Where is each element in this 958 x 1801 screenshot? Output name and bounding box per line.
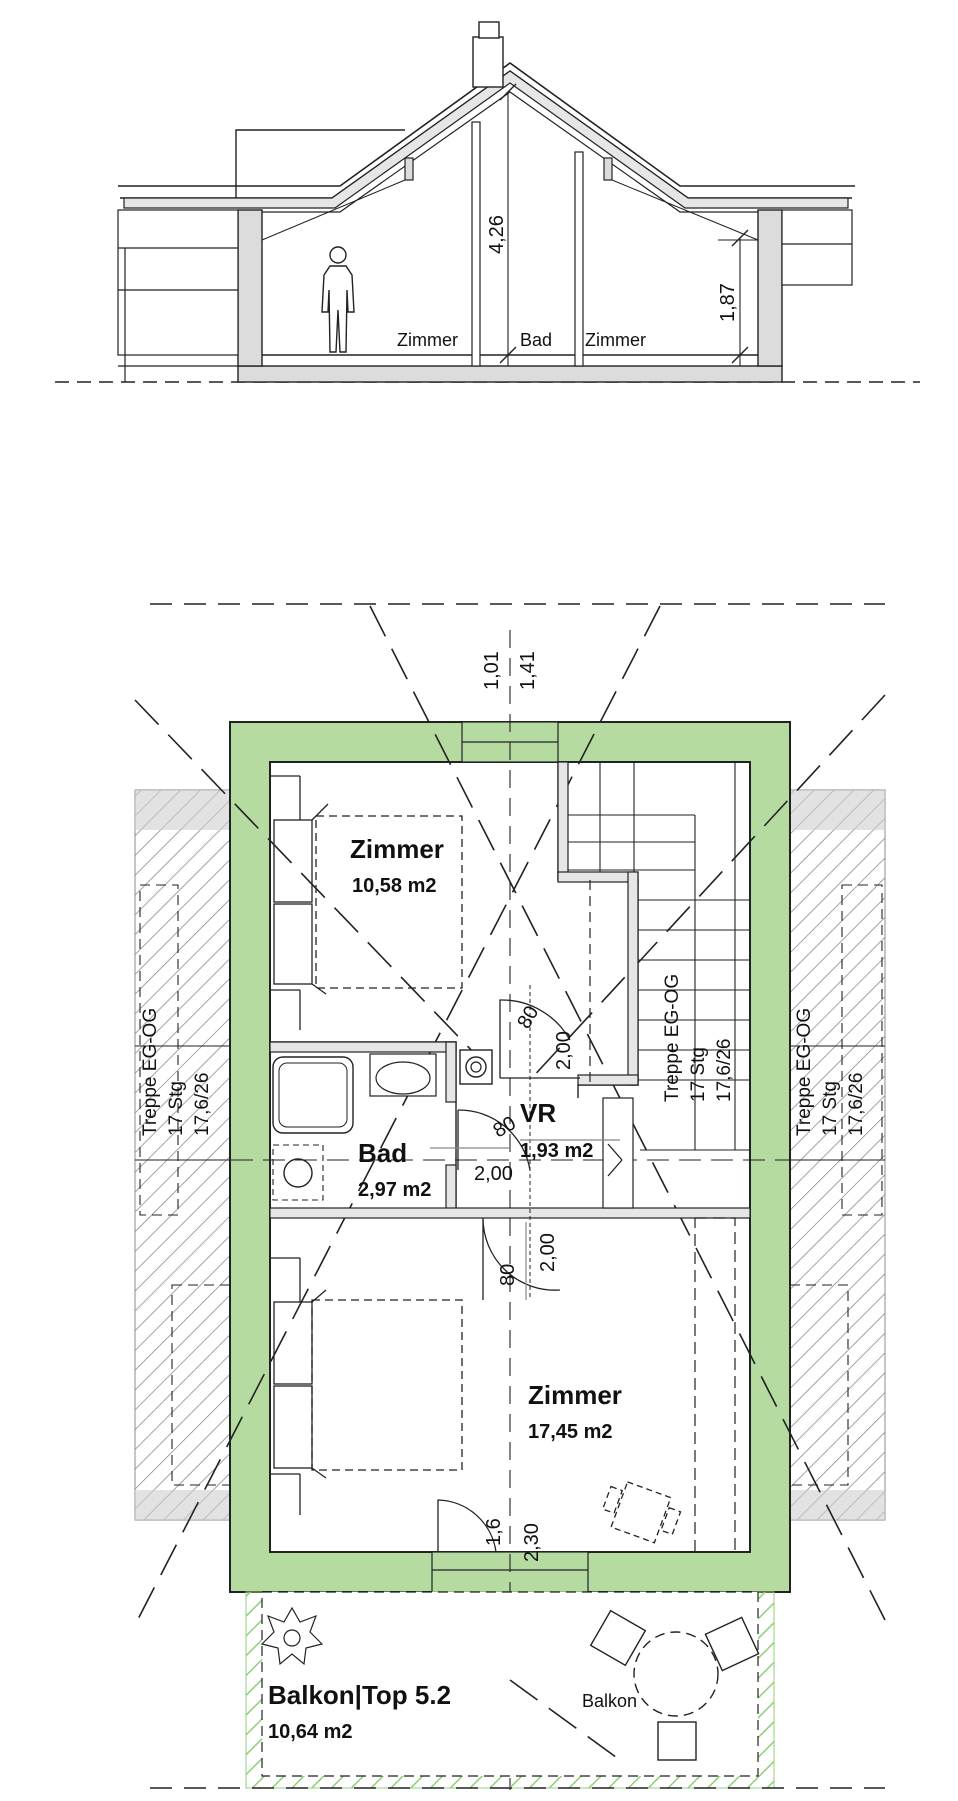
balcony-label: Balkon (582, 1691, 637, 1711)
roof-dim-left: 1,01 (481, 651, 503, 690)
bath-area: 2,97 m2 (358, 1179, 431, 1201)
stair-center-title: Treppe EG-OG (662, 974, 683, 1102)
balcony-table-icon (589, 1609, 760, 1761)
bath-name: Bad (358, 1138, 407, 1168)
stair-right-steps: 17 Stg (820, 1081, 841, 1136)
roof-dim-right: 1,41 (517, 651, 539, 690)
section-bath-label: Bad (520, 330, 552, 350)
stair-left-ratio: 17,6/26 (192, 1073, 213, 1136)
vr-door-height: 2,00 (553, 1031, 575, 1070)
stair-right-title: Treppe EG-OG (794, 1008, 815, 1136)
section-room-right-label: Zimmer (585, 330, 646, 350)
knee-wall-dimension: 1,87 (717, 283, 739, 322)
plant-icon (260, 1606, 324, 1666)
stair-center-ratio: 17,6/26 (714, 1039, 735, 1102)
bedroom-bottom-name: Zimmer (528, 1380, 622, 1410)
bedroom-bottom-area: 17,45 m2 (528, 1421, 613, 1443)
bath-door-height: 2,00 (474, 1163, 513, 1185)
vr-door-width: 80 (513, 1002, 543, 1032)
person-figure-icon (321, 246, 355, 353)
window-height: 2,30 (521, 1523, 543, 1562)
ridge-height-dimension: 4,26 (486, 215, 508, 254)
balcony-area: 10,64 m2 (268, 1721, 353, 1743)
floor-plan (134, 603, 886, 1790)
stair-left-steps: 17 Stg (166, 1081, 187, 1136)
room-door-height: 2,00 (537, 1233, 559, 1272)
window-width: 1,6 (483, 1518, 505, 1546)
section-room-left-label: Zimmer (397, 330, 458, 350)
stair-left-title: Treppe EG-OG (140, 1008, 161, 1136)
bedroom-top-name: Zimmer (350, 834, 444, 864)
balcony-name: Balkon|Top 5.2 (268, 1680, 451, 1710)
vr-name: VR (520, 1098, 556, 1128)
stair-center-steps: 17 Stg (688, 1047, 709, 1102)
vr-area: 1,93 m2 (520, 1140, 593, 1162)
section-drawing (55, 21, 920, 383)
bedroom-top-area: 10,58 m2 (352, 875, 437, 897)
room-door-width: 80 (497, 1264, 519, 1286)
stair-right-ratio: 17,6/26 (846, 1073, 867, 1136)
